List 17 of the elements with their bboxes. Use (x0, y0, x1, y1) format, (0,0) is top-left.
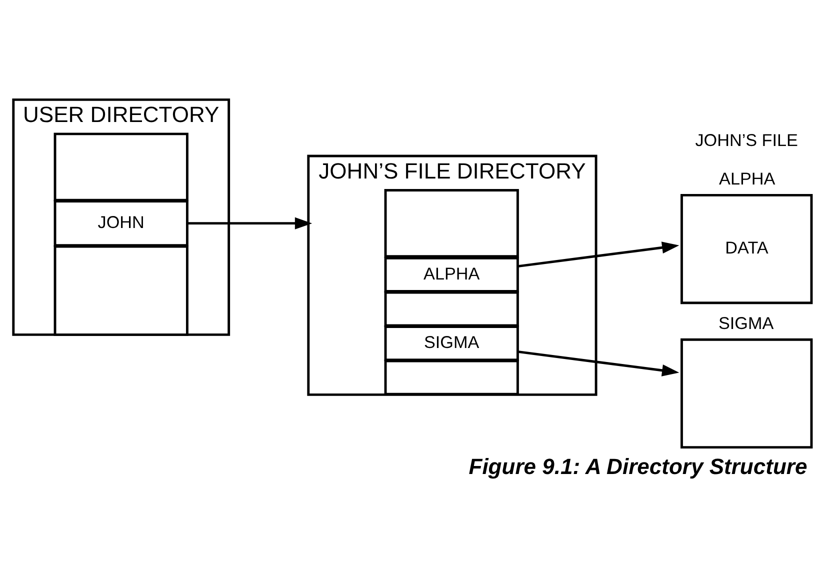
node-box (54, 244, 188, 336)
node-box: ALPHA (384, 256, 519, 292)
node-label: SIGMA (718, 312, 774, 332)
node-box (384, 290, 519, 326)
node-box (384, 188, 519, 258)
node-box: JOHN (54, 200, 188, 246)
arrow (518, 350, 680, 376)
node-box (680, 338, 813, 448)
node-label: ALPHA (719, 168, 776, 188)
arrow (188, 216, 312, 229)
label: JOHN’S FILE (695, 129, 798, 150)
node-box (384, 359, 519, 395)
node-box: DATA (680, 193, 813, 304)
node-box: SIGMA (384, 325, 519, 361)
caption: Figure 9.1: A Directory Structure (468, 454, 808, 479)
node-box (54, 132, 188, 201)
arrow (518, 241, 680, 268)
